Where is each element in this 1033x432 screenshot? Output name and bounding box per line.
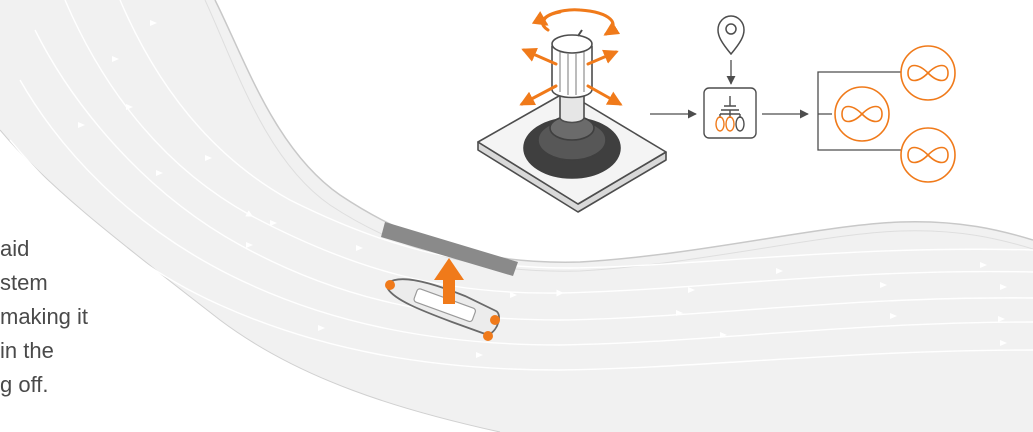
joystick-neck: [559, 94, 585, 124]
move-arrow-icon: [521, 47, 558, 66]
flow-arrow-icon: [78, 122, 85, 128]
river-upper-bank-inner: [204, 0, 1033, 272]
boat-thruster-dot: [483, 331, 493, 341]
flow-arrow-icon: [720, 332, 727, 338]
flow-arrow-icon: [776, 268, 783, 274]
flow-arrow-icon: [880, 282, 887, 288]
boat-icon: [385, 258, 500, 341]
flow-arrow-icon: [150, 20, 157, 26]
flow-arrow-icon: [270, 220, 277, 226]
move-arrow-icon: [586, 84, 623, 106]
move-arrow-icon: [586, 49, 619, 66]
flow-arrow-icon: [980, 262, 987, 268]
description-line: in the: [0, 338, 54, 363]
flow-direction-markers: [78, 20, 1007, 358]
flow-arrow-icon: [246, 242, 253, 248]
joystick-motion-arrows: [519, 8, 623, 106]
propeller-infinity-icon: [900, 127, 956, 183]
flow-line: [64, 0, 1033, 297]
boat-thruster-dot: [490, 315, 500, 325]
flow-arrow-icon: [476, 352, 483, 358]
propeller-infinity-icon: [834, 86, 890, 142]
flow-arrow-icon: [318, 325, 325, 331]
propeller-infinity-icon: [900, 45, 956, 101]
joystick-icon: [477, 29, 667, 213]
flow-arrow-icon: [510, 292, 517, 298]
flow-line: [9, 139, 1033, 371]
description-text: aid stem making it in the g off.: [0, 232, 160, 402]
thruster-controller-icon: [703, 87, 757, 139]
river-upper-bank: [214, 0, 1033, 263]
flow-arrow-icon: [126, 104, 133, 110]
thruster-bracket: [817, 71, 905, 151]
thruster-group: [834, 45, 956, 183]
flow-arrow-icon: [890, 313, 897, 319]
description-line: aid: [0, 236, 30, 261]
joystick-knob: [551, 34, 593, 54]
description-line: stem: [0, 270, 48, 295]
flow-arrow-icon: [1000, 340, 1007, 346]
flow-arrow-icon: [156, 170, 163, 176]
location-pin-icon: [717, 15, 745, 56]
pier-icon: [381, 222, 518, 276]
move-direction-arrow-icon: [434, 258, 464, 304]
joystick-grip-ridge: [559, 52, 585, 95]
flow-arrow-icon: [112, 56, 119, 62]
boat-thruster-dot: [385, 280, 395, 290]
description-line: making it: [0, 304, 89, 329]
flow-arrow-icon: [1000, 284, 1007, 290]
river-lower-bank: [0, 129, 501, 432]
description-line: g off.: [0, 372, 49, 397]
rotate-arrow-icon: [531, 10, 562, 26]
flow-arrow-icon: [688, 287, 695, 293]
move-arrow-icon: [519, 84, 558, 106]
flow-arrow-icon: [676, 310, 683, 316]
flow-line: [19, 79, 1033, 346]
flow-arrow-icon: [205, 155, 212, 161]
flow-arrow-icon: [998, 316, 1005, 322]
flow-arrow-icon: [356, 245, 363, 251]
joystick-grip: [551, 45, 593, 99]
